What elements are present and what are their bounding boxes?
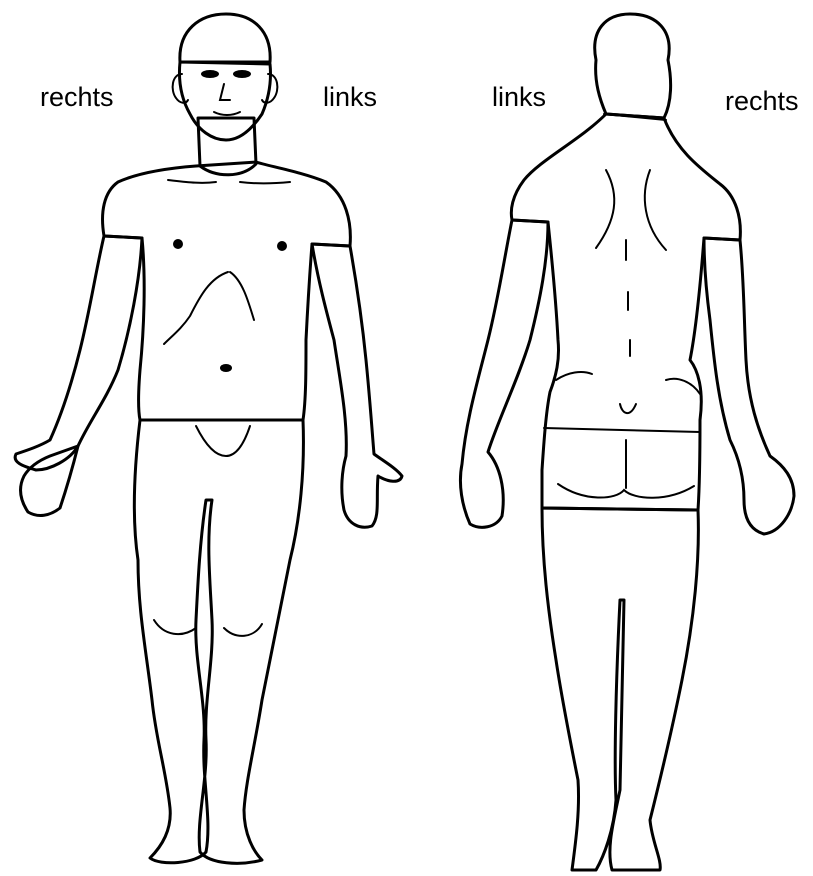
back-scapula-right: [645, 170, 666, 250]
front-arm-left: [312, 244, 402, 527]
front-nipple-right: [173, 239, 183, 249]
back-view-figure: [460, 14, 794, 870]
front-eye-right: [201, 70, 219, 78]
back-hip-line: [544, 428, 700, 432]
front-knee-left: [224, 624, 262, 636]
front-ribcage-left: [230, 272, 254, 320]
front-mouth: [214, 112, 240, 115]
back-arm-left: [460, 220, 548, 527]
front-eye-left: [233, 70, 251, 78]
back-spine: [626, 240, 630, 356]
front-collarbone-left: [240, 182, 290, 184]
back-sacrum: [620, 404, 636, 413]
back-arm-right: [704, 238, 794, 534]
front-legs: [134, 420, 303, 863]
front-collarbone-right: [168, 180, 216, 183]
back-waist-right: [666, 379, 700, 394]
front-navel: [220, 364, 232, 372]
front-head: [180, 14, 270, 62]
front-view-figure: [15, 14, 402, 863]
back-legs: [542, 508, 698, 870]
front-ribcage-right: [164, 272, 228, 344]
front-arm-right: [15, 236, 142, 470]
back-head: [595, 14, 671, 118]
back-scapula-left: [596, 170, 614, 248]
front-torso: [103, 162, 351, 420]
front-knee-right: [154, 620, 196, 634]
front-nose: [220, 84, 230, 100]
back-waist-left: [556, 372, 592, 380]
front-nipple-left: [277, 241, 287, 251]
front-groin-line: [196, 426, 250, 456]
